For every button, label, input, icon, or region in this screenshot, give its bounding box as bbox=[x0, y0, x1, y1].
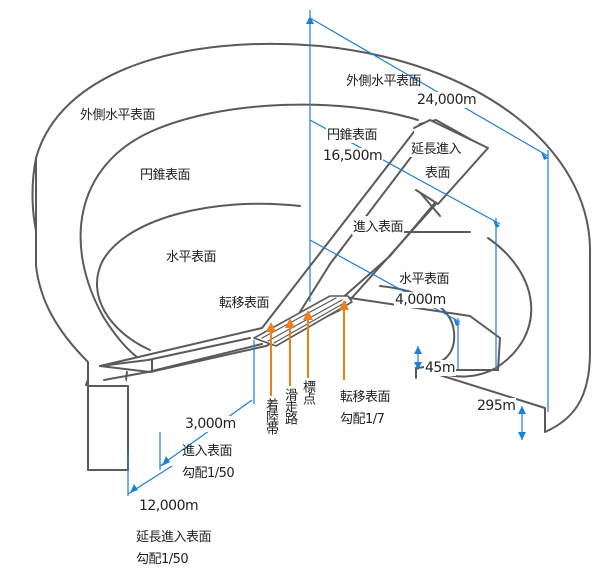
label-transitional-gradient: 勾配1/7 bbox=[340, 412, 385, 427]
label-runway: 滑走路 bbox=[282, 388, 297, 424]
label-approach-length: 3,000m bbox=[184, 416, 237, 432]
label-landing-strip: 着陸帯 bbox=[263, 398, 278, 434]
label-outer-radius: 24,000m bbox=[416, 92, 478, 108]
label-horizontal-left: 水平表面 bbox=[166, 250, 217, 265]
dimension-arrows bbox=[130, 16, 548, 493]
label-extended-approach-2: 表面 bbox=[424, 162, 452, 181]
label-marker: 標点 bbox=[300, 380, 315, 404]
label-transitional-pointer: 転移表面 bbox=[340, 390, 391, 405]
label-extended-approach-1: 延長進入 bbox=[410, 138, 463, 157]
outer-wall-left bbox=[35, 157, 129, 471]
label-extended-note: 延長進入表面 bbox=[136, 530, 212, 545]
left-approach-wedge bbox=[99, 337, 263, 381]
label-approach-note: 進入表面 bbox=[182, 444, 233, 459]
label-extended-length: 12,000m bbox=[138, 498, 200, 514]
ground-plane-right bbox=[349, 297, 501, 371]
label-extended-gradient: 勾配1/50 bbox=[136, 552, 189, 567]
label-horizontal-radius: 4,000m bbox=[394, 292, 447, 308]
label-transitional: 転移表面 bbox=[218, 292, 271, 311]
label-outer-horizontal-right: 外側水平表面 bbox=[346, 74, 422, 89]
label-conical-radius: 16,500m bbox=[322, 148, 384, 164]
approach-surface-lines bbox=[299, 139, 479, 313]
label-horizontal-right: 水平表面 bbox=[398, 268, 451, 287]
label-outer-horizontal-left: 外側水平表面 bbox=[80, 108, 156, 123]
label-conical-right: 円錐表面 bbox=[326, 124, 379, 143]
conical-surface-shape bbox=[79, 103, 533, 378]
label-approach: 進入表面 bbox=[352, 216, 405, 235]
label-height-295: 295m bbox=[476, 398, 517, 414]
label-conical-left: 円錐表面 bbox=[140, 168, 191, 183]
outer-wall-right bbox=[429, 247, 591, 433]
pointer-arrows bbox=[266, 300, 349, 396]
label-height-45: 45m bbox=[424, 360, 456, 376]
label-approach-gradient: 勾配1/50 bbox=[182, 466, 235, 481]
